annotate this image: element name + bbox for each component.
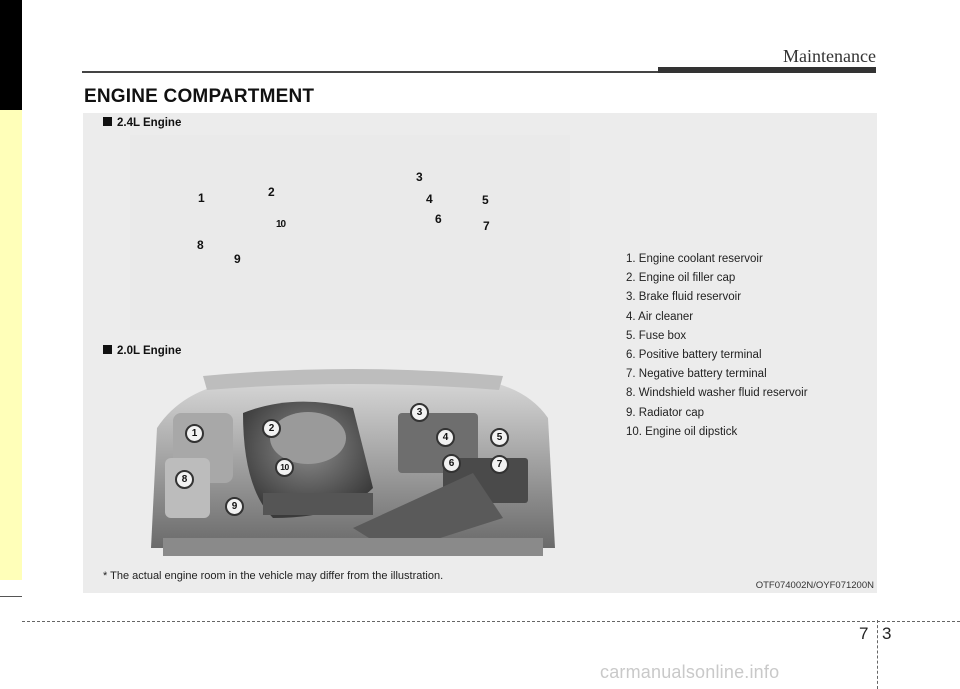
- callout-1: 1: [185, 424, 204, 443]
- page-number-chapter: 7: [859, 624, 869, 643]
- callout-4: 4: [426, 192, 433, 206]
- header-rule-accent: [658, 67, 876, 73]
- engine-label-2-4l: 2.4L Engine: [103, 117, 181, 129]
- legend-item: 5. Fuse box: [626, 329, 687, 342]
- callout-3: 3: [410, 403, 429, 422]
- callout-7: 7: [490, 455, 509, 474]
- legend-item: 6. Positive battery terminal: [626, 348, 762, 361]
- callout-3: 3: [416, 170, 423, 184]
- legend-item: 1. Engine coolant reservoir: [626, 253, 763, 265]
- illustration-footnote: * The actual engine room in the vehicle …: [103, 570, 444, 582]
- legend-item: 9. Radiator cap: [626, 406, 704, 419]
- callout-2: 2: [268, 185, 275, 199]
- chapter-tab-strip: [0, 110, 22, 580]
- figure-reference-code: OTF074002N/OYF071200N: [755, 580, 874, 591]
- engine-label-text: 2.0L Engine: [117, 345, 182, 357]
- legend-item: 3. Brake fluid reservoir: [626, 291, 742, 304]
- chapter-tab-divider: [0, 596, 22, 597]
- callout-9: 9: [234, 252, 241, 266]
- footer-divider: [877, 620, 878, 689]
- legend-item: 2. Engine oil filler cap: [626, 272, 736, 285]
- callout-7: 7: [483, 219, 490, 233]
- legend-item: 7. Negative battery terminal: [626, 368, 767, 381]
- callout-6: 6: [435, 212, 442, 226]
- bullet-square-icon: [103, 345, 112, 354]
- component-legend: 1. Engine coolant reservoir 2. Engine oi…: [626, 250, 808, 442]
- callout-1: 1: [198, 191, 205, 205]
- callout-9: 9: [225, 497, 244, 516]
- watermark: carmanualsonline.info: [600, 662, 780, 682]
- section-name: Maintenance: [783, 46, 876, 66]
- callout-5: 5: [490, 428, 509, 447]
- callout-6: 6: [442, 454, 461, 473]
- legend-item: 10. Engine oil dipstick: [626, 425, 738, 438]
- callout-8: 8: [197, 238, 204, 252]
- callout-4: 4: [436, 428, 455, 447]
- callout-10: 10: [275, 458, 294, 477]
- legend-item: 8. Windshield washer fluid reservoir: [626, 387, 808, 400]
- callout-5: 5: [482, 193, 489, 207]
- page-title: ENGINE COMPARTMENT: [84, 86, 315, 107]
- header-rule: [82, 71, 876, 73]
- page-number: 3: [882, 624, 892, 643]
- legend-item: 4. Air cleaner: [626, 310, 694, 323]
- bullet-square-icon: [103, 117, 112, 126]
- callout-8: 8: [175, 470, 194, 489]
- callout-10: 10: [276, 219, 286, 230]
- chapter-tab: [0, 0, 22, 110]
- engine-label-2-0l: 2.0L Engine: [103, 345, 181, 357]
- callout-2: 2: [262, 419, 281, 438]
- engine-diagram-2-4l: [130, 135, 570, 330]
- footer-rule: [22, 621, 960, 622]
- engine-label-text: 2.4L Engine: [117, 117, 182, 129]
